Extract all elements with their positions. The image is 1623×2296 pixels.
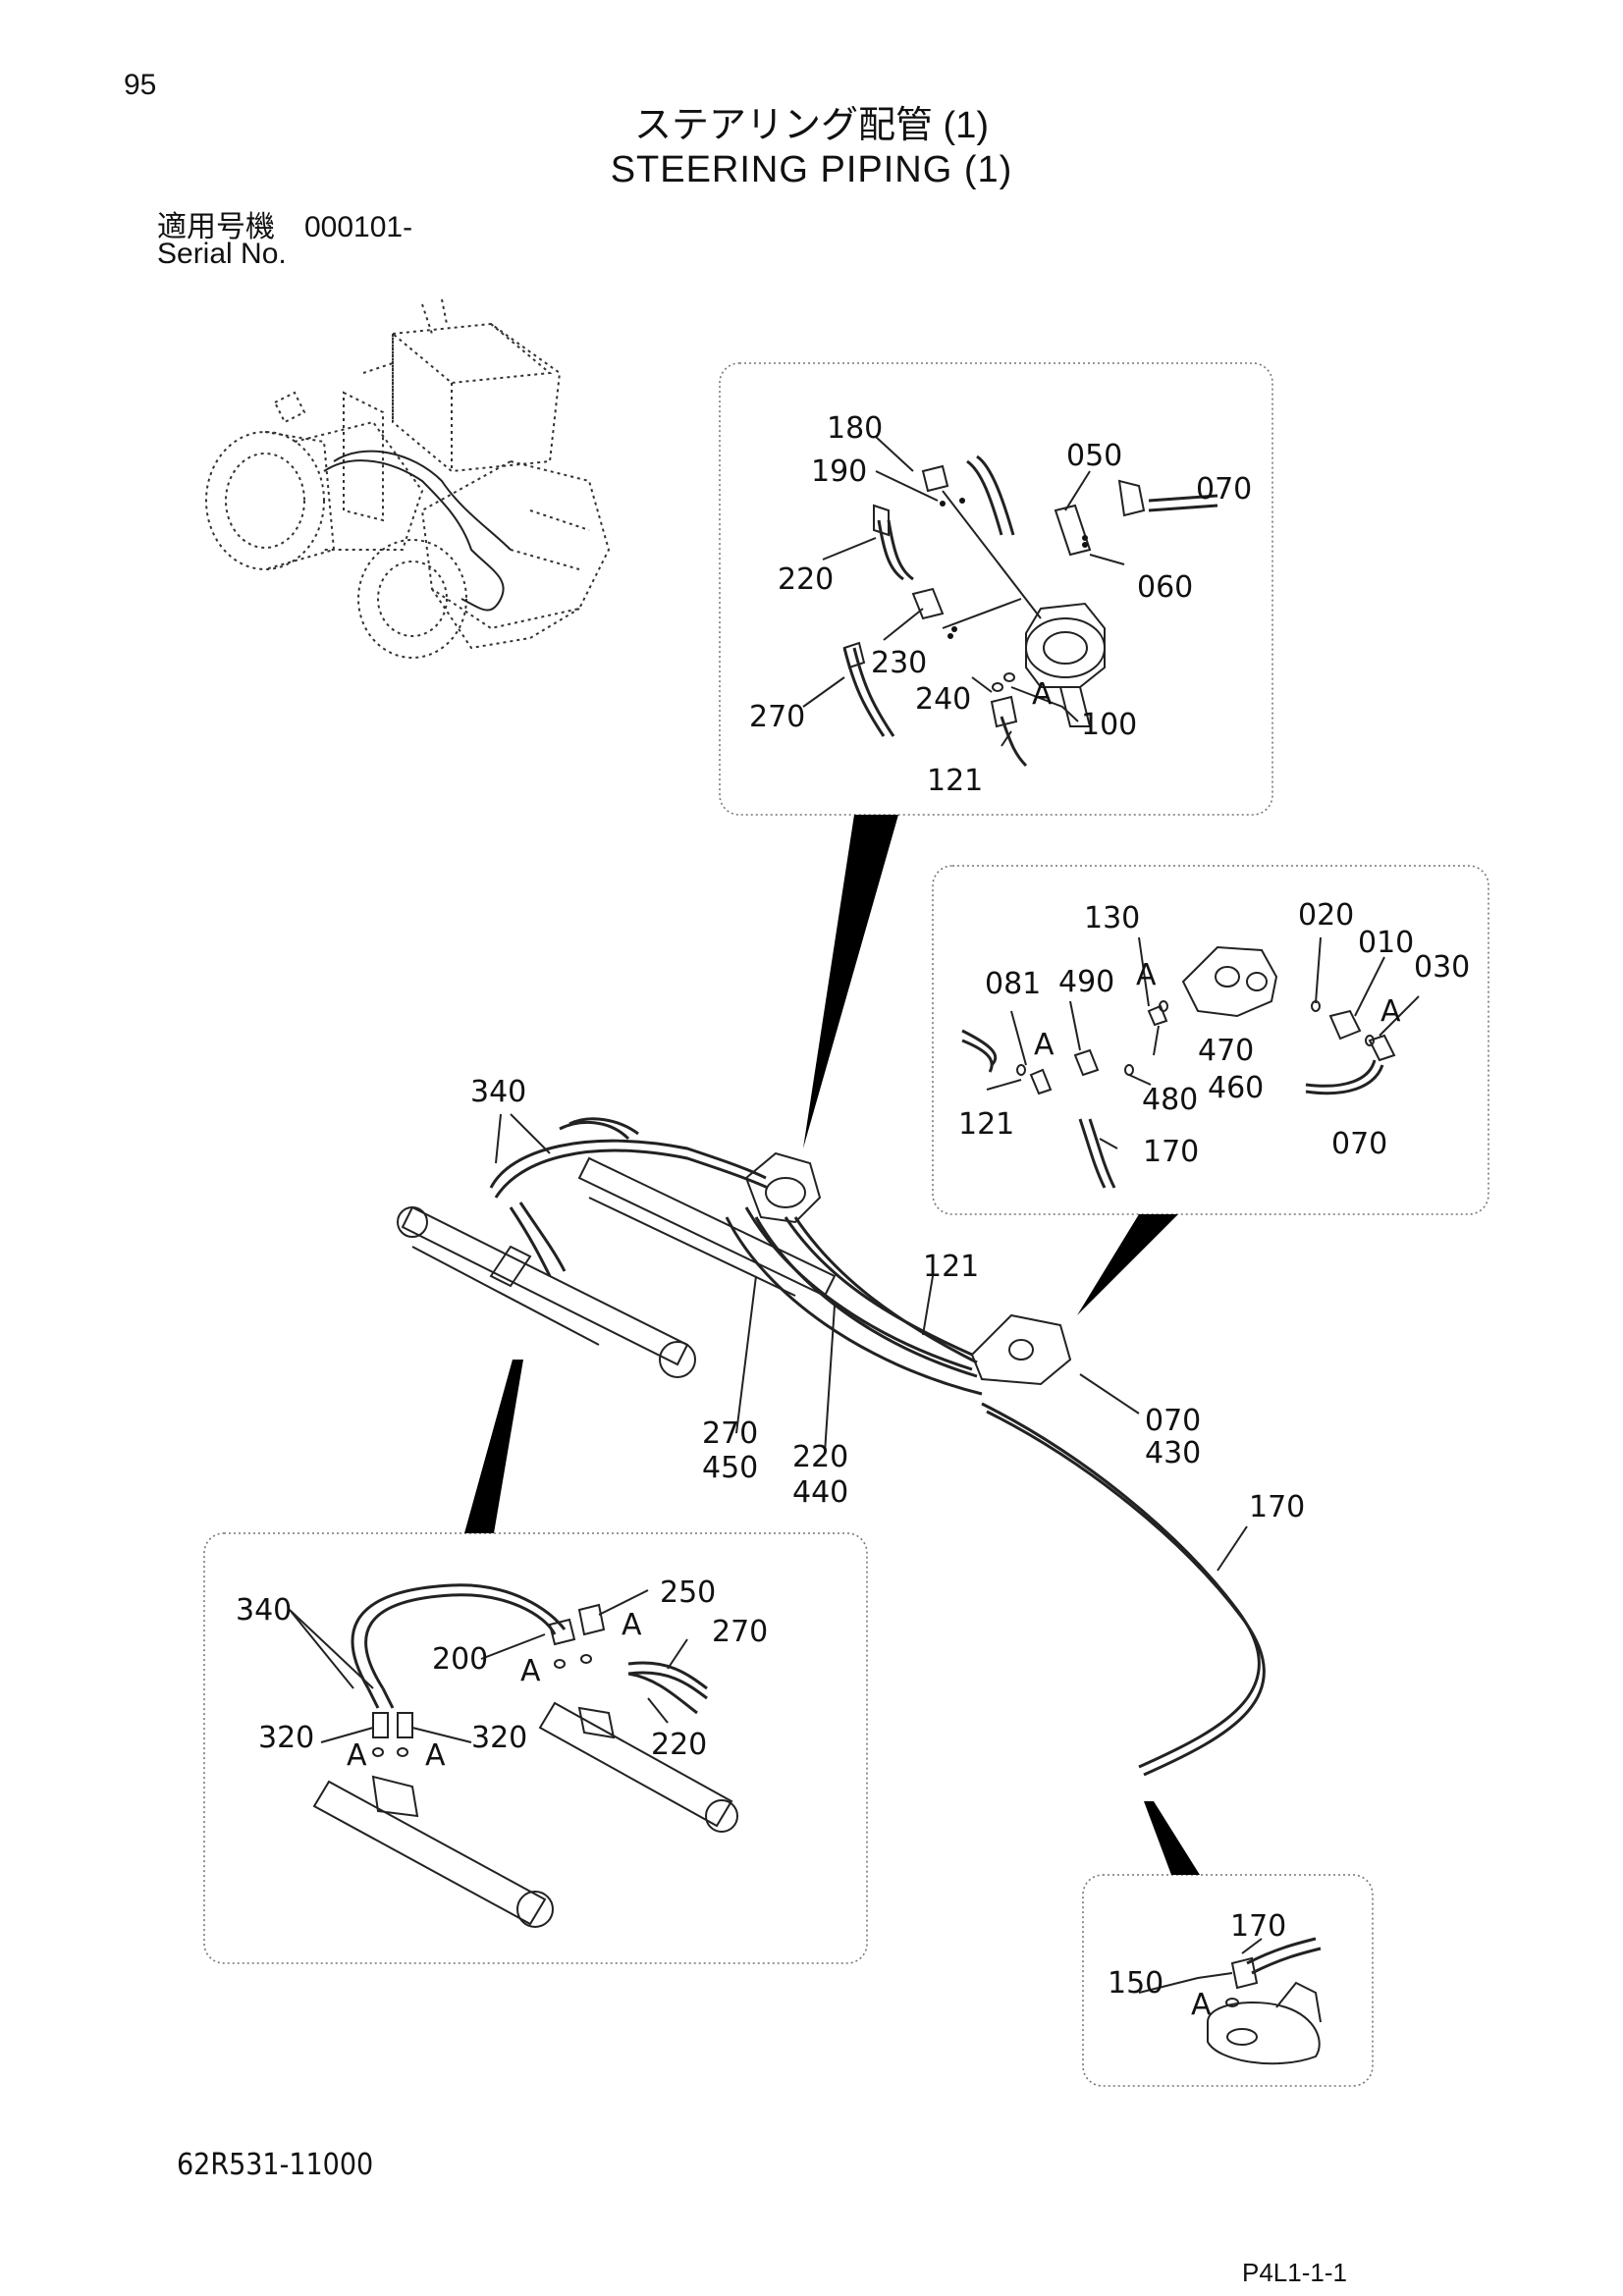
callout-a-top: A bbox=[1032, 677, 1053, 712]
callout-470: 470 bbox=[1198, 1034, 1254, 1068]
callout-081: 081 bbox=[985, 967, 1041, 1001]
callout-270-main: 270 bbox=[702, 1416, 758, 1451]
callout-060: 060 bbox=[1137, 570, 1193, 605]
callout-a-right-2: A bbox=[1034, 1028, 1055, 1062]
callout-250: 250 bbox=[660, 1575, 716, 1610]
callout-220-left: 220 bbox=[651, 1728, 707, 1762]
callout-240: 240 bbox=[915, 682, 971, 717]
main-steering-assembly: 340 121 270 450 220 440 070 430 170 bbox=[397, 1075, 1305, 1777]
right-detail-pointer bbox=[1077, 1214, 1178, 1315]
callout-070: 070 bbox=[1196, 472, 1252, 507]
callout-070-right: 070 bbox=[1331, 1127, 1387, 1161]
callout-070-main: 070 bbox=[1145, 1404, 1201, 1438]
callout-121-main: 121 bbox=[923, 1250, 979, 1284]
callout-200: 200 bbox=[432, 1642, 488, 1677]
callout-170-main: 170 bbox=[1249, 1490, 1305, 1524]
document-code: 62R531-11000 bbox=[177, 2148, 374, 2182]
callout-a-right-1: A bbox=[1136, 958, 1157, 992]
callout-a-left-2: A bbox=[520, 1654, 541, 1688]
callout-490: 490 bbox=[1058, 965, 1114, 999]
callout-a-left-1: A bbox=[622, 1608, 642, 1642]
callout-440-main: 440 bbox=[792, 1475, 848, 1510]
right-detail-box: 130 020 010 030 081 490 A A A 470 121 48… bbox=[932, 865, 1489, 1315]
left-detail-pointer bbox=[464, 1360, 523, 1533]
callout-170-right: 170 bbox=[1143, 1135, 1199, 1169]
top-detail-box: 180 190 050 070 220 060 230 270 240 A 10… bbox=[719, 362, 1273, 1148]
top-detail-frame bbox=[719, 362, 1273, 816]
bottom-detail-pointer bbox=[1144, 1801, 1200, 1875]
loader-overview-illustration bbox=[205, 298, 611, 659]
priority-valve-body bbox=[1181, 945, 1278, 1018]
top-detail-pointer bbox=[803, 815, 898, 1148]
left-detail-frame bbox=[203, 1532, 868, 1964]
bottom-detail-box: 170 150 A bbox=[1082, 1801, 1374, 2087]
page-code: P4L1-1-1 bbox=[1242, 2258, 1347, 2287]
callout-100: 100 bbox=[1081, 708, 1137, 742]
page-title-english: STEERING PIPING (1) bbox=[610, 149, 1013, 190]
bottom-detail-frame bbox=[1082, 1874, 1374, 2087]
callout-121-right: 121 bbox=[958, 1107, 1014, 1142]
callout-a-left-3: A bbox=[347, 1738, 367, 1773]
right-detail-frame bbox=[932, 865, 1489, 1215]
callout-170-bottom: 170 bbox=[1230, 1909, 1286, 1944]
callout-340-left: 340 bbox=[236, 1593, 292, 1628]
callout-020: 020 bbox=[1298, 898, 1354, 933]
callout-220-main: 220 bbox=[792, 1440, 848, 1474]
serial-label-english: Serial No. bbox=[157, 238, 287, 270]
steering-valve-body bbox=[1025, 602, 1106, 727]
callout-340-main: 340 bbox=[470, 1075, 526, 1109]
callout-430-main: 430 bbox=[1145, 1436, 1201, 1470]
callout-480: 480 bbox=[1142, 1083, 1198, 1117]
callout-121-top: 121 bbox=[927, 764, 983, 798]
callout-a-left-4: A bbox=[425, 1738, 446, 1773]
callout-270-left: 270 bbox=[712, 1615, 768, 1649]
callout-050: 050 bbox=[1066, 439, 1122, 473]
callout-190: 190 bbox=[811, 454, 867, 489]
callout-150: 150 bbox=[1108, 1966, 1163, 2001]
callout-450-main: 450 bbox=[702, 1451, 758, 1485]
callout-270: 270 bbox=[749, 700, 805, 734]
callout-130: 130 bbox=[1084, 901, 1140, 935]
left-detail-box: 340 250 270 200 A A 320 A A 320 220 bbox=[203, 1360, 868, 1964]
callout-460: 460 bbox=[1208, 1071, 1264, 1105]
callout-220: 220 bbox=[778, 562, 834, 597]
callout-320-left-a: 320 bbox=[258, 1721, 314, 1755]
page-number: 95 bbox=[124, 69, 157, 101]
callout-230: 230 bbox=[871, 646, 927, 680]
callout-030: 030 bbox=[1414, 950, 1470, 985]
page-title-japanese: ステアリング配管 (1) bbox=[633, 105, 989, 146]
callout-a-bottom: A bbox=[1191, 1988, 1212, 2022]
callout-a-right-3: A bbox=[1380, 994, 1401, 1029]
callout-320-left-b: 320 bbox=[471, 1721, 527, 1755]
callout-180: 180 bbox=[827, 411, 883, 446]
serial-label-japanese: 適用号機 000101- bbox=[157, 211, 413, 243]
callout-010: 010 bbox=[1358, 926, 1414, 960]
